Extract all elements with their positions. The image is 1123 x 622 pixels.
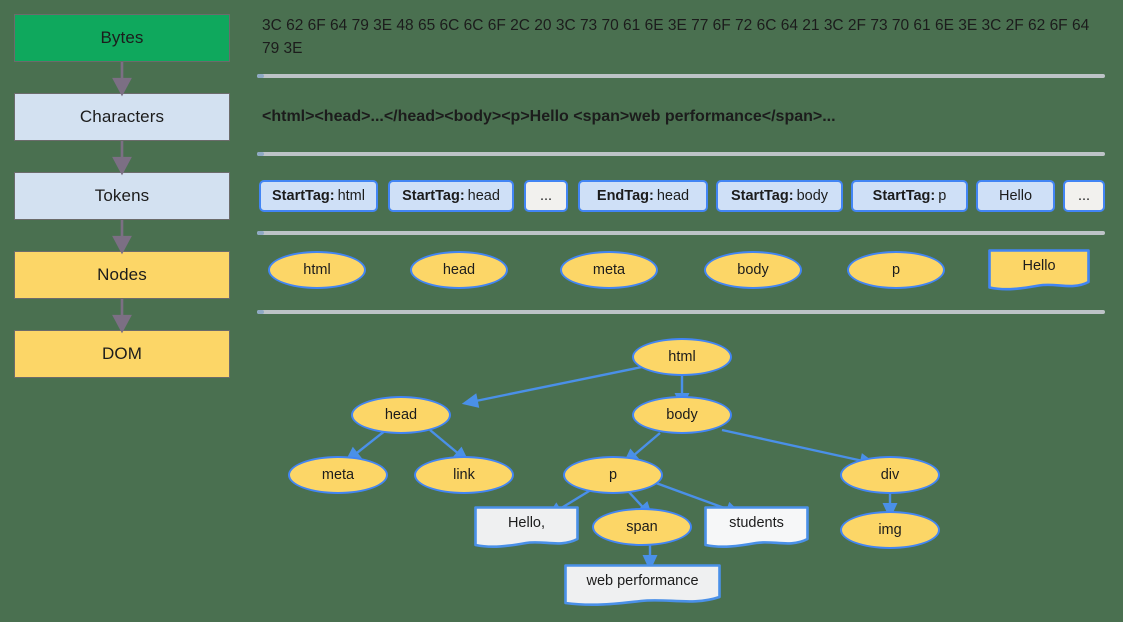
document-shape-icon	[988, 249, 1090, 291]
node-shape-head[interactable]: head	[410, 251, 508, 289]
divider-tokens	[257, 231, 1105, 235]
token-chip-endtag-head[interactable]: EndTag:head	[578, 180, 708, 212]
token-chip-hello[interactable]: Hello	[976, 180, 1055, 212]
token-value: html	[337, 188, 365, 204]
pipeline-stage-label: Tokens	[94, 186, 150, 205]
dom-edge-body-div	[721, 428, 877, 468]
dom-edge-head-meta	[344, 429, 387, 463]
token-chip-ellipsis-1[interactable]: ...	[524, 180, 568, 212]
dom-node-students[interactable]: students	[704, 506, 809, 550]
dom-node-label: span	[626, 519, 658, 535]
node-shape-html[interactable]: html	[268, 251, 366, 289]
dom-node-hello[interactable]: Hello,	[474, 506, 579, 550]
document-shape-icon	[704, 506, 809, 548]
divider-characters	[257, 152, 1105, 156]
dom-node-body[interactable]: body	[632, 396, 732, 434]
token-kind: StartTag:	[272, 188, 335, 204]
token-kind: StartTag:	[402, 188, 465, 204]
node-label: Hello	[1022, 258, 1056, 274]
dom-node-label: link	[453, 467, 475, 483]
dom-node-label: web performance	[586, 573, 699, 589]
dom-node-label: meta	[321, 467, 355, 483]
divider-nodes	[257, 310, 1105, 314]
token-value: ...	[539, 188, 553, 204]
token-value: p	[938, 188, 947, 204]
dom-node-web-performance[interactable]: web performance	[564, 564, 721, 608]
dom-node-html[interactable]: html	[632, 338, 732, 376]
node-label: html	[303, 262, 331, 278]
dom-node-label: body	[666, 407, 698, 423]
dom-node-link[interactable]: link	[414, 456, 514, 494]
node-label: head	[442, 262, 476, 278]
document-shape-icon	[564, 564, 721, 607]
pipeline-stage-label: Bytes	[100, 28, 144, 47]
pipeline-stage-label: DOM	[102, 344, 142, 363]
dom-node-label: div	[880, 467, 900, 483]
token-chip-starttag-head[interactable]: StartTag:head	[388, 180, 514, 212]
token-chip-ellipsis-2[interactable]: ...	[1063, 180, 1105, 212]
dom-node-div[interactable]: div	[840, 456, 940, 494]
token-value: head	[656, 188, 690, 204]
dom-node-span[interactable]: span	[592, 508, 692, 546]
token-chip-starttag-html[interactable]: StartTag:html	[259, 180, 378, 212]
node-shape-body[interactable]: body	[704, 251, 802, 289]
bytes-hex-text: 3C 62 6F 64 79 3E 48 65 6C 6C 6F 2C 20 3…	[262, 17, 1090, 57]
token-kind: EndTag:	[596, 188, 654, 204]
dom-node-label: p	[608, 467, 618, 483]
dom-node-head[interactable]: head	[351, 396, 451, 434]
pipeline-stage-dom[interactable]: DOM	[14, 330, 230, 378]
node-label: body	[737, 262, 769, 278]
token-value: ...	[1077, 188, 1091, 204]
pipeline-stage-bytes[interactable]: Bytes	[14, 14, 230, 62]
dom-node-label: head	[384, 407, 418, 423]
node-label: p	[891, 262, 901, 278]
node-shape-meta[interactable]: meta	[560, 251, 658, 289]
pipeline-stage-tokens[interactable]: Tokens	[14, 172, 230, 220]
dom-node-label: Hello,	[507, 515, 546, 531]
pipeline-stage-characters[interactable]: Characters	[14, 93, 230, 141]
dom-node-img[interactable]: img	[840, 511, 940, 549]
document-shape-icon	[474, 506, 579, 548]
token-value: body	[796, 188, 829, 204]
node-shape-p[interactable]: p	[847, 251, 945, 289]
dom-node-p[interactable]: p	[563, 456, 663, 494]
characters-markup-text: <html><head>...</head><body><p>Hello <sp…	[262, 108, 836, 125]
token-chip-starttag-body[interactable]: StartTag:body	[716, 180, 843, 212]
divider-bytes	[257, 74, 1105, 78]
dom-node-meta[interactable]: meta	[288, 456, 388, 494]
pipeline-stage-label: Nodes	[97, 265, 147, 284]
token-kind: StartTag:	[730, 188, 794, 204]
token-kind: StartTag:	[872, 188, 936, 204]
dom-node-label: img	[878, 522, 902, 538]
pipeline-stage-label: Characters	[79, 107, 165, 126]
token-value: Hello	[998, 188, 1033, 204]
dom-edge-head-link	[429, 429, 470, 463]
dom-edge-html-head	[461, 365, 643, 408]
token-value: head	[467, 188, 500, 204]
token-chip-starttag-p[interactable]: StartTag:p	[851, 180, 968, 212]
node-label: meta	[592, 262, 626, 278]
node-shape-hello[interactable]: Hello	[988, 249, 1090, 292]
dom-node-label: html	[668, 349, 696, 365]
dom-node-label: students	[729, 515, 784, 531]
pipeline-stage-nodes[interactable]: Nodes	[14, 251, 230, 299]
